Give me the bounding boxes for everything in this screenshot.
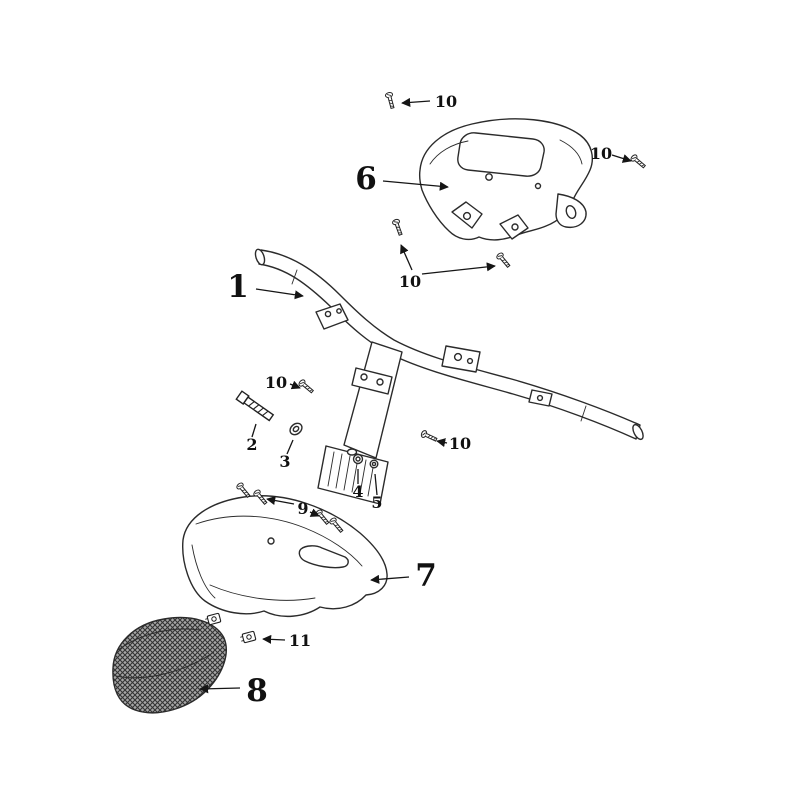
callout-10-top: 10 [435,92,457,111]
bolt-part-2 [235,390,275,423]
callout-1: 1 [227,269,249,305]
screw-icon-9-a [235,481,252,500]
windshield-part [112,616,227,714]
callout-10-center: 10 [449,434,471,453]
leader-lines [199,97,632,694]
cover-vent-slot [298,545,349,569]
left-grip-end [254,248,266,266]
nut-part-4 [352,453,364,465]
callout-8: 8 [246,673,268,709]
screw-icon-10-top [384,91,397,110]
cover-display-opening [457,132,545,177]
callout-5: 5 [371,493,382,512]
callout-6: 6 [355,161,377,197]
callout-9: 9 [297,499,308,518]
right-grip-end [632,423,644,441]
screw-icon-10-mid-a [391,218,405,237]
callout-2: 2 [246,435,257,454]
screw-icon-10-center [419,429,439,444]
front-cover-part [182,495,388,618]
screw-icon-10-left [297,378,316,395]
upper-cover-part [418,118,593,241]
callout-10-mid: 10 [399,272,421,291]
handlebar-part [254,248,644,505]
callout-3: 3 [279,452,290,471]
washer-part-5 [369,459,379,469]
steering-stem [343,341,403,459]
clip-part-11-b [239,630,257,645]
screw-icon-10-mid-b [495,251,512,270]
callout-10-left: 10 [265,373,287,392]
screw-icon-10-right [629,153,648,170]
callout-4: 4 [352,482,363,501]
callout-10-right: 10 [590,144,612,163]
stem-clamp [317,445,389,505]
bushing-part-3 [289,422,303,436]
callout-11: 11 [289,631,311,650]
callout-7: 7 [415,558,437,594]
